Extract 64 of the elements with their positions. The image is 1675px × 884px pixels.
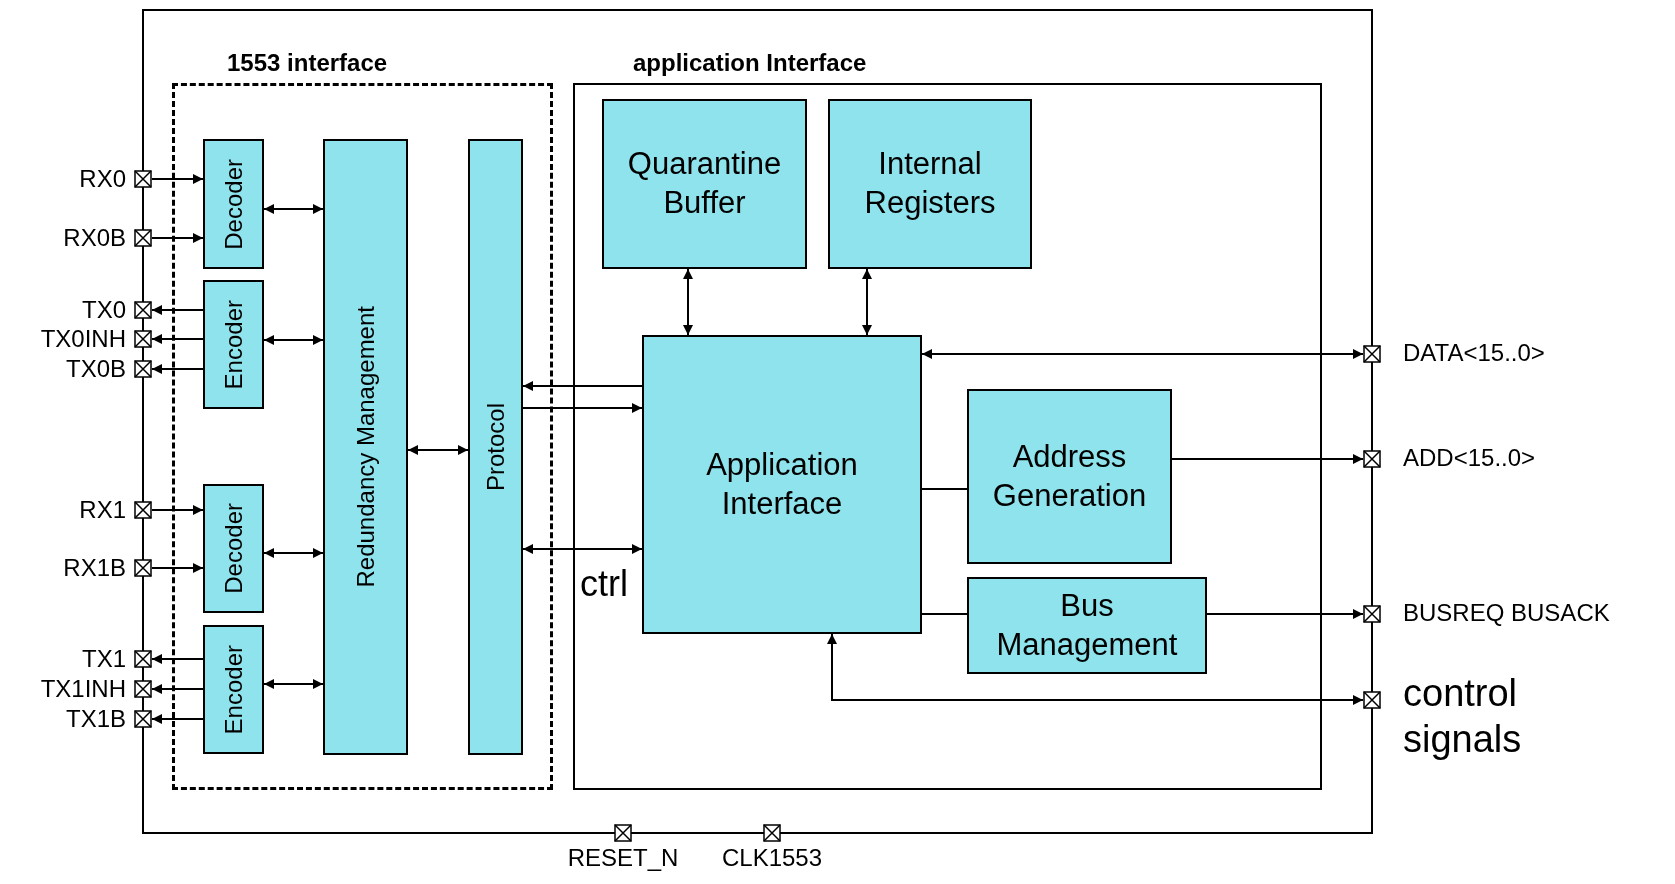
arrow: [151, 563, 204, 573]
pin-label: BUSREQ BUSACK: [1403, 599, 1610, 628]
pin-label: control signals: [1403, 671, 1523, 762]
pin-label: TX1B: [65, 707, 126, 731]
arrow: [151, 174, 204, 184]
arrow: [522, 381, 643, 391]
arrow: [263, 335, 324, 345]
function-block: [203, 625, 264, 754]
block-label: Encoder: [221, 299, 246, 390]
arrow: [151, 305, 204, 315]
block-label: Encoder: [221, 644, 246, 735]
arrow: [151, 364, 204, 374]
arrow: [151, 233, 204, 243]
function-block: [468, 139, 523, 755]
arrow: [263, 548, 324, 558]
block-label: Application Interface: [705, 445, 859, 523]
block-label: Decoder: [221, 503, 246, 594]
function-block: [203, 484, 264, 613]
pin-label: DATA<15..0>: [1403, 339, 1545, 368]
pin-label: TX1: [82, 647, 126, 671]
function-block: [323, 139, 408, 755]
function-block: [642, 335, 922, 634]
arrow: [151, 714, 204, 724]
block-label: Redundancy Management: [353, 306, 378, 588]
block-label: Quarantine Buffer: [626, 145, 783, 222]
block-label: Address Generation: [991, 437, 1148, 515]
pin-label: RX0: [79, 167, 126, 191]
arrow: [522, 544, 643, 554]
block-label: Internal Registers: [863, 145, 997, 222]
arrow: [407, 445, 469, 455]
pin-label: RESET_N: [567, 846, 679, 870]
block-label: Bus Management: [995, 586, 1179, 664]
arrow: [151, 505, 204, 515]
arrow: [522, 403, 643, 413]
arrow: [683, 268, 693, 336]
pin-label: TX0INH: [40, 327, 126, 351]
pin-label: RX1: [79, 498, 126, 522]
group-heading: 1553 interface: [227, 48, 388, 78]
arrow: [862, 268, 872, 336]
pin-label: CLK1553: [721, 846, 823, 870]
pin-label: TX1INH: [40, 677, 126, 701]
function-block: [602, 99, 807, 269]
arrow: [921, 349, 1364, 359]
function-block: [967, 389, 1172, 564]
arrow: [827, 633, 1364, 705]
pin-label: RX1B: [63, 556, 126, 580]
block-label: Protocol: [483, 402, 508, 491]
arrow: [263, 204, 324, 214]
arrow: [151, 684, 204, 694]
arrow: [1171, 454, 1364, 464]
arrow: [151, 654, 204, 664]
function-block: [967, 577, 1207, 674]
pin-label: TX0B: [65, 357, 126, 381]
group-heading: application Interface: [633, 48, 867, 78]
function-block: [828, 99, 1032, 269]
arrow: [263, 679, 324, 689]
block-label: Decoder: [221, 158, 246, 250]
arrow: [1206, 609, 1364, 619]
pin-label: ADD<15..0>: [1403, 444, 1536, 473]
function-block: [203, 139, 264, 269]
pin-label: TX0: [82, 298, 126, 322]
function-block: [203, 280, 264, 409]
arrow: [151, 334, 204, 344]
pin-label: RX0B: [63, 226, 126, 250]
